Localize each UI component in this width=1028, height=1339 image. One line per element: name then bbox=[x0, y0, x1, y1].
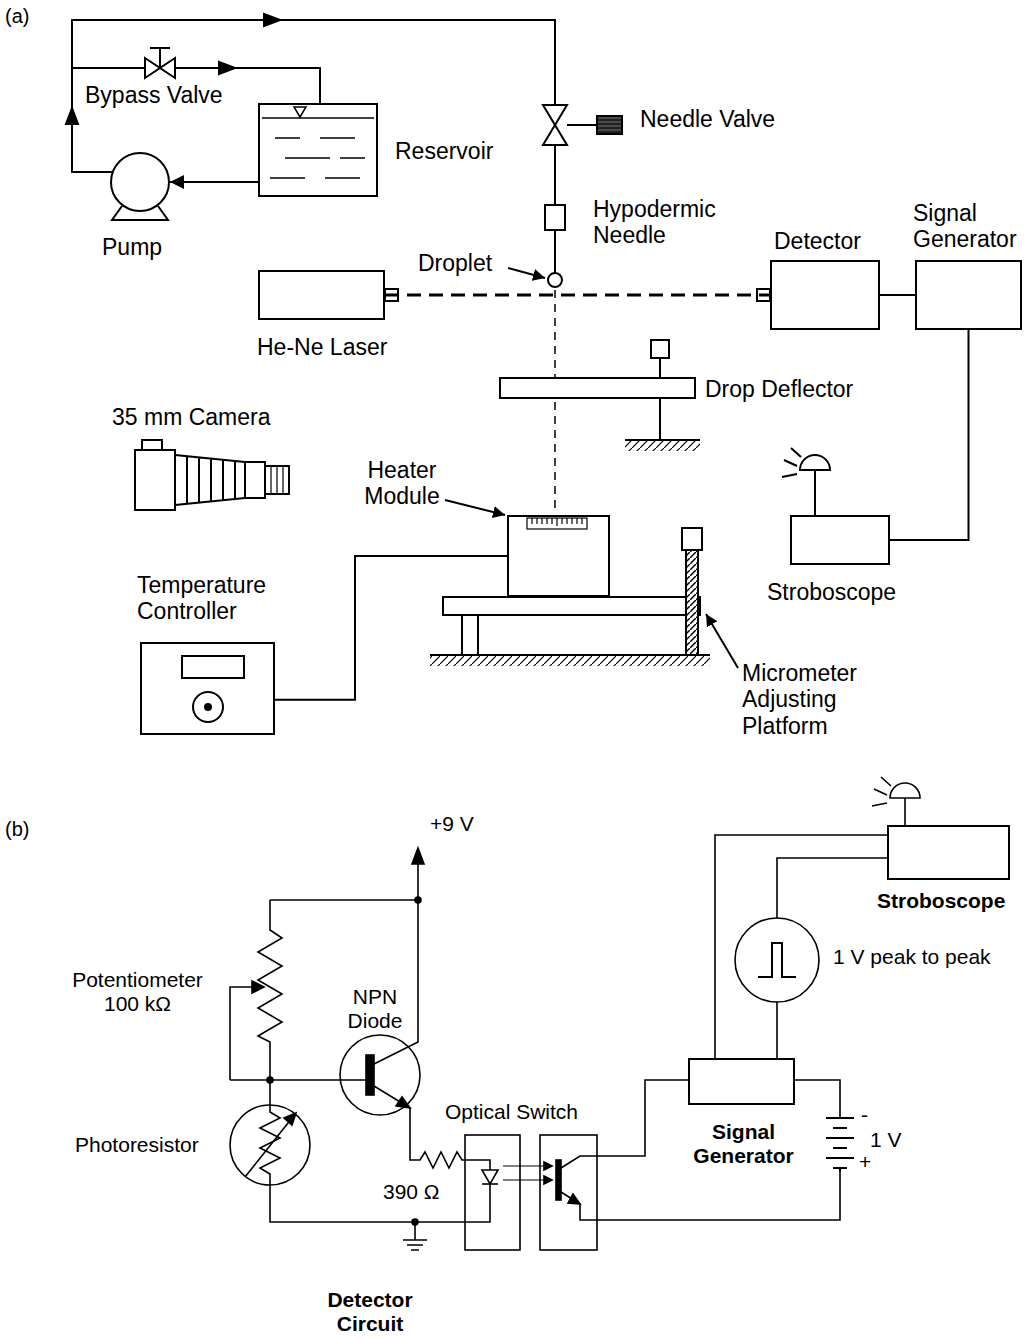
node-label: Signal Generator bbox=[913, 200, 1025, 253]
part-label: NPN Diode bbox=[330, 985, 420, 1033]
supply-rail bbox=[270, 899, 418, 901]
node-label: Heater Module bbox=[352, 457, 452, 510]
part-label: 1 V bbox=[870, 1128, 902, 1152]
part-label: (a) bbox=[5, 5, 29, 28]
node-label: Stroboscope bbox=[767, 579, 896, 605]
node-label: Pump bbox=[102, 234, 162, 260]
part-label: Bypass Valve bbox=[85, 82, 223, 108]
emitter-arrow bbox=[396, 1097, 410, 1108]
connector bbox=[890, 330, 969, 540]
leader-line bbox=[706, 614, 738, 668]
bypass-valve bbox=[145, 48, 175, 78]
strobe-lamp bbox=[782, 448, 830, 515]
phototransistor-symbol bbox=[556, 1160, 561, 1200]
flow-arrow bbox=[219, 62, 235, 74]
camera bbox=[135, 440, 289, 510]
supply-arrow bbox=[412, 848, 424, 864]
photoresistor-symbol bbox=[230, 1105, 310, 1185]
part-label: + bbox=[859, 1150, 871, 1174]
battery-wire bbox=[795, 1080, 840, 1118]
part-label: Micrometer Adjusting Platform bbox=[742, 660, 872, 739]
connector bbox=[275, 556, 507, 700]
light-path bbox=[503, 1166, 546, 1180]
heater-scale bbox=[527, 518, 587, 529]
water bbox=[262, 107, 374, 178]
signal-generator-box: Signal Generator bbox=[915, 260, 1022, 330]
part-label: 35 mm Camera bbox=[112, 404, 270, 430]
battery-symbol bbox=[826, 1118, 854, 1172]
strobe-lamp bbox=[872, 777, 920, 825]
part-label: Detector Circuit bbox=[300, 1288, 440, 1336]
part-label: Optical Switch bbox=[445, 1100, 578, 1124]
stroboscope: Stroboscope bbox=[887, 825, 1010, 880]
resistor-symbol bbox=[374, 1086, 490, 1170]
heater-module: Heater Module bbox=[507, 515, 610, 597]
transistor-base bbox=[366, 1055, 374, 1095]
pump-base bbox=[112, 206, 168, 220]
part-label: Droplet bbox=[418, 250, 492, 276]
laser: He-Ne Laser bbox=[258, 270, 385, 320]
ground-symbol bbox=[403, 1222, 427, 1250]
node-label: He-Ne Laser bbox=[257, 334, 387, 360]
square-wave-source bbox=[735, 918, 819, 1002]
switch-wire bbox=[561, 1080, 688, 1168]
node-label: Temperature Controller bbox=[137, 572, 307, 625]
part-label: Hypodermic Needle bbox=[593, 196, 743, 249]
part-label: Needle Valve bbox=[640, 106, 775, 132]
potentiometer-symbol bbox=[258, 900, 282, 1105]
node-label: Detector bbox=[774, 228, 861, 254]
optocoupler-led-side bbox=[465, 1135, 520, 1250]
flow-arrow bbox=[66, 108, 78, 124]
connector bbox=[170, 181, 258, 183]
micrometer-platform bbox=[430, 528, 710, 666]
collector-wire bbox=[374, 862, 418, 1064]
temperature-controller: Temperature Controller bbox=[140, 642, 275, 735]
drop-path bbox=[554, 290, 556, 513]
variable-arrow bbox=[284, 1113, 296, 1125]
part-label: 390 Ω bbox=[383, 1180, 440, 1204]
drop-deflector bbox=[500, 340, 700, 451]
hypodermic-needle bbox=[545, 145, 565, 273]
pump: Pump bbox=[110, 152, 170, 212]
part-label: 1 V peak to peak bbox=[833, 945, 991, 969]
part-label: +9 V bbox=[430, 812, 474, 836]
transistor-symbol bbox=[340, 1035, 420, 1115]
leader-line bbox=[508, 268, 545, 278]
leader-line bbox=[445, 500, 505, 515]
laser-beam bbox=[385, 294, 770, 297]
node-label: Signal Generator bbox=[680, 1120, 807, 1168]
wiper-wire bbox=[230, 987, 254, 1080]
part-label: Drop Deflector bbox=[705, 376, 853, 402]
detector-box: Detector bbox=[770, 260, 880, 330]
node-label: Reservoir bbox=[395, 138, 493, 164]
signal-generator-box: Signal Generator bbox=[688, 1058, 795, 1105]
pipe bbox=[72, 20, 555, 172]
needle-valve bbox=[543, 105, 622, 145]
droplet bbox=[548, 273, 562, 287]
node-label: Stroboscope bbox=[877, 889, 1005, 913]
stroboscope: Stroboscope bbox=[790, 515, 890, 565]
part-label: - bbox=[861, 1103, 868, 1127]
part-label: Photoresistor bbox=[75, 1133, 199, 1157]
wiper-arrow bbox=[252, 981, 264, 993]
optocoupler-sensor-side bbox=[540, 1135, 597, 1250]
reservoir-tank: Reservoir bbox=[258, 103, 378, 197]
part-label: (b) bbox=[5, 818, 29, 841]
connector bbox=[880, 294, 915, 296]
flow-arrow bbox=[264, 14, 280, 26]
base-wire bbox=[230, 1079, 366, 1081]
led-symbol bbox=[482, 1170, 498, 1184]
part-label: Potentiometer 100 kΩ bbox=[55, 968, 220, 1016]
controller-panel bbox=[182, 656, 244, 722]
return-wire bbox=[561, 1172, 840, 1220]
